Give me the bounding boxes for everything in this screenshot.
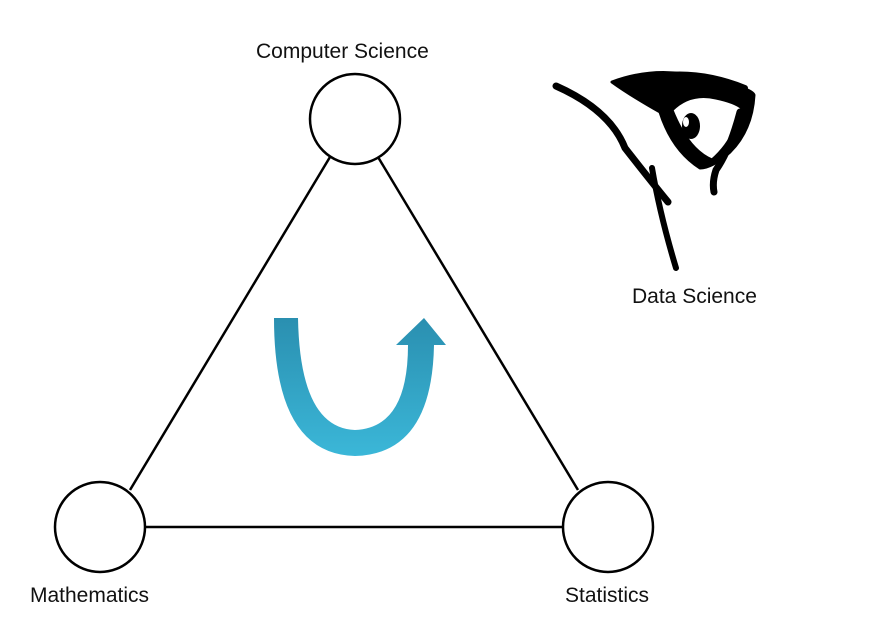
node-label-statistics: Statistics [565, 584, 650, 607]
node-computer-science [308, 72, 402, 166]
node-statistics [561, 480, 655, 574]
node-label-mathematics: Mathematics [30, 584, 150, 607]
result-label-data-science: Data Science [632, 285, 757, 308]
node-mathematics [53, 480, 147, 574]
edge-cs-stat [376, 156, 580, 491]
node-label-computer-science: Computer Science [256, 40, 429, 63]
edge-cs-math [128, 156, 332, 491]
u-turn-arrow-icon [274, 318, 446, 456]
eye-of-horus-icon [552, 70, 756, 271]
